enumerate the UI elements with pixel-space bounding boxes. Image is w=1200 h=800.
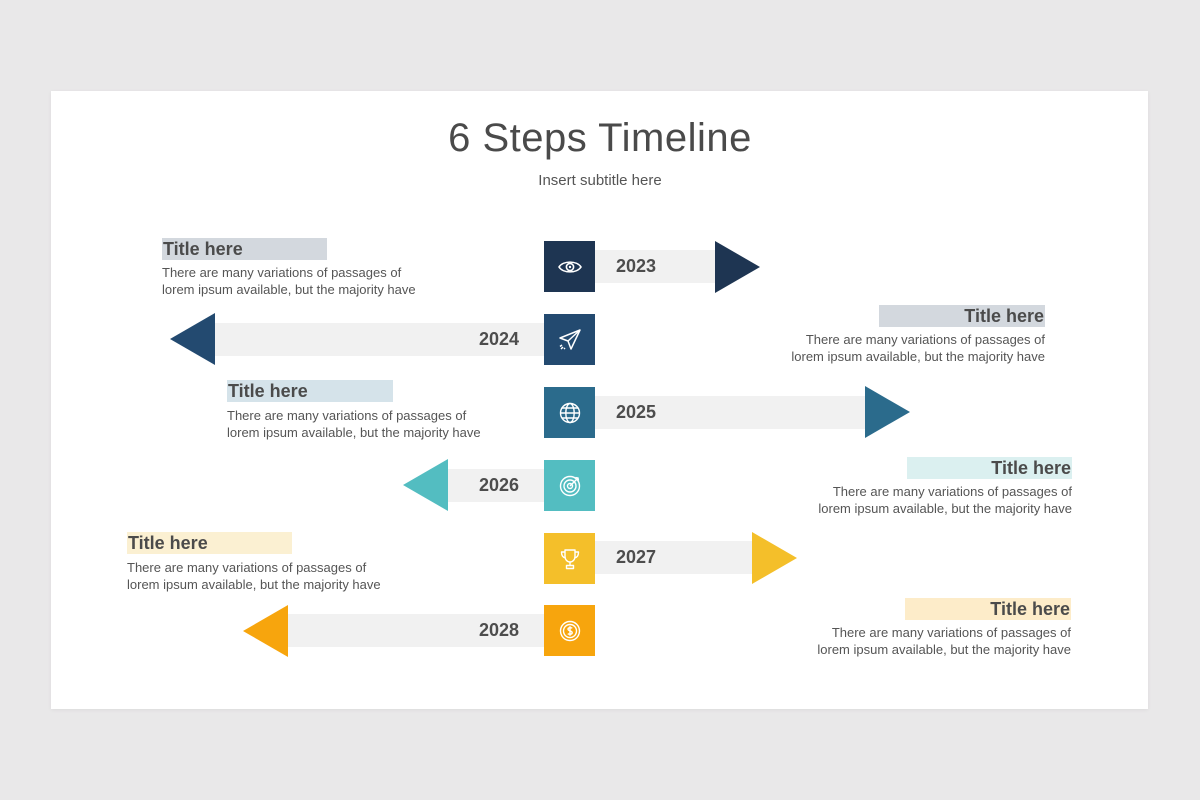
step-icon-box-2024 xyxy=(544,314,595,365)
step-title-2024: Title here xyxy=(879,305,1045,327)
timeline-band-2026 xyxy=(448,469,544,502)
arrow-head-2024 xyxy=(170,313,215,365)
step-desc-2024-line1: There are many variations of passages of xyxy=(805,332,1045,347)
step-icon-box-2023 xyxy=(544,241,595,292)
step-icon-box-2025 xyxy=(544,387,595,438)
step-desc-2026-line1: There are many variations of passages of xyxy=(832,484,1072,499)
coin-icon xyxy=(559,620,580,641)
eye-icon xyxy=(557,260,582,273)
arrow-head-2026 xyxy=(403,459,448,511)
timeline-band-2028 xyxy=(288,614,544,647)
globe-icon xyxy=(559,402,580,423)
year-label-2026: 2026 xyxy=(479,475,520,495)
year-label-2025: 2025 xyxy=(616,402,657,422)
step-desc-2027-line1: There are many variations of passages of xyxy=(127,560,367,575)
trophy-icon xyxy=(560,548,579,569)
step-desc-2028-line2: lorem ipsum available, but the majority … xyxy=(817,642,1071,657)
arrow-head-2025 xyxy=(865,386,910,438)
step-title-2026: Title here xyxy=(907,457,1072,479)
page-title: 6 Steps Timeline xyxy=(448,116,752,160)
step-icon-box-2028 xyxy=(544,605,595,656)
year-label-2024: 2024 xyxy=(479,329,520,349)
timeline-band-2025 xyxy=(595,396,865,429)
step-title-2027: Title here xyxy=(127,532,292,554)
step-title-2028: Title here xyxy=(905,598,1071,620)
step-desc-2027-line2: lorem ipsum available, but the majority … xyxy=(127,577,381,592)
step-desc-2023-line2: lorem ipsum available, but the majority … xyxy=(162,282,416,297)
step-icon-box-2027 xyxy=(544,533,595,584)
timeline-band-2027 xyxy=(595,541,752,574)
year-label-2027: 2027 xyxy=(616,547,657,567)
timeline-band-2023 xyxy=(595,250,715,283)
step-desc-2024-line2: lorem ipsum available, but the majority … xyxy=(791,349,1045,364)
target-icon xyxy=(559,475,580,496)
paper-plane-icon xyxy=(558,328,581,350)
arrow-head-2023 xyxy=(715,241,760,293)
arrow-head-2028 xyxy=(243,605,288,657)
step-desc-2028-line1: There are many variations of passages of xyxy=(831,625,1071,640)
step-title-2025: Title here xyxy=(227,380,393,402)
step-desc-2025-line2: lorem ipsum available, but the majority … xyxy=(227,425,481,440)
step-title-2023: Title here xyxy=(162,238,327,260)
year-label-2028: 2028 xyxy=(479,620,520,640)
year-label-2023: 2023 xyxy=(616,256,657,276)
step-desc-2023-line1: There are many variations of passages of xyxy=(162,265,402,280)
arrow-head-2027 xyxy=(752,532,797,584)
page-subtitle: Insert subtitle here xyxy=(538,172,662,189)
timeline-band-2024 xyxy=(214,323,544,356)
step-desc-2026-line2: lorem ipsum available, but the majority … xyxy=(818,501,1072,516)
step-desc-2025-line1: There are many variations of passages of xyxy=(227,408,467,423)
step-icon-box-2026 xyxy=(544,460,595,511)
